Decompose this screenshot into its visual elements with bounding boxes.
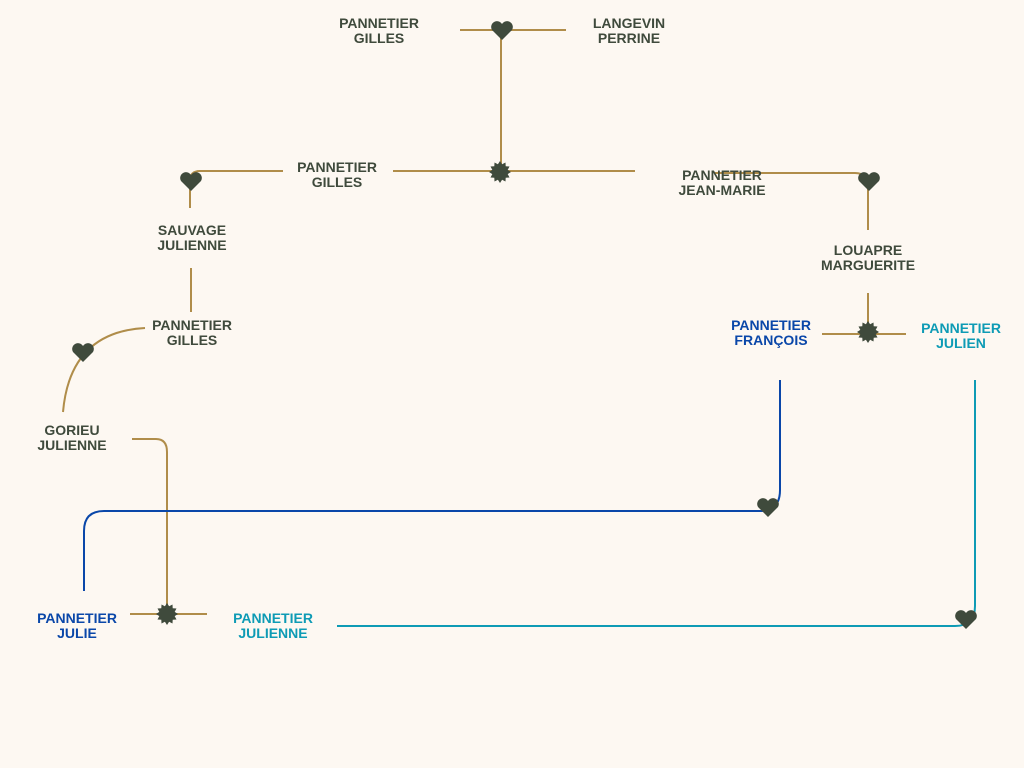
last-name: PANNETIER	[921, 320, 1001, 336]
first-name: JEAN-MARIE	[678, 182, 766, 198]
first-name: GILLES	[311, 174, 363, 190]
first-name: JULIENNE	[238, 625, 308, 641]
last-name: SAUVAGE	[157, 222, 227, 238]
last-name: PANNETIER	[682, 167, 762, 183]
last-name: PANNETIER	[37, 610, 117, 626]
last-name: PANNETIER	[339, 15, 419, 31]
last-name: GORIEU	[44, 422, 100, 438]
first-name: JULIENNE	[157, 237, 227, 253]
last-name: LANGEVIN	[592, 15, 666, 31]
last-name: PANNETIER	[731, 317, 811, 333]
heart-icon	[72, 343, 94, 362]
first-name: PERRINE	[597, 30, 661, 46]
star-burst-icon	[156, 603, 178, 625]
last-name: PANNETIER	[297, 159, 377, 175]
first-name: GILLES	[166, 332, 218, 348]
first-name: FRANÇOIS	[734, 332, 808, 348]
heart-icon	[757, 498, 779, 517]
first-name: JULIENNE	[37, 437, 107, 453]
first-name: GILLES	[353, 30, 405, 46]
first-name: MARGUERITE	[820, 257, 916, 273]
star-burst-icon	[857, 321, 879, 343]
first-name: JULIEN	[936, 335, 986, 351]
last-name: PANNETIER	[152, 317, 232, 333]
first-name: JULIE	[57, 625, 97, 641]
heart-icon	[491, 21, 513, 40]
star-burst-icon	[489, 161, 511, 183]
last-name: LOUAPRE	[833, 242, 903, 258]
last-name: PANNETIER	[233, 610, 313, 626]
heart-icon	[858, 172, 880, 191]
